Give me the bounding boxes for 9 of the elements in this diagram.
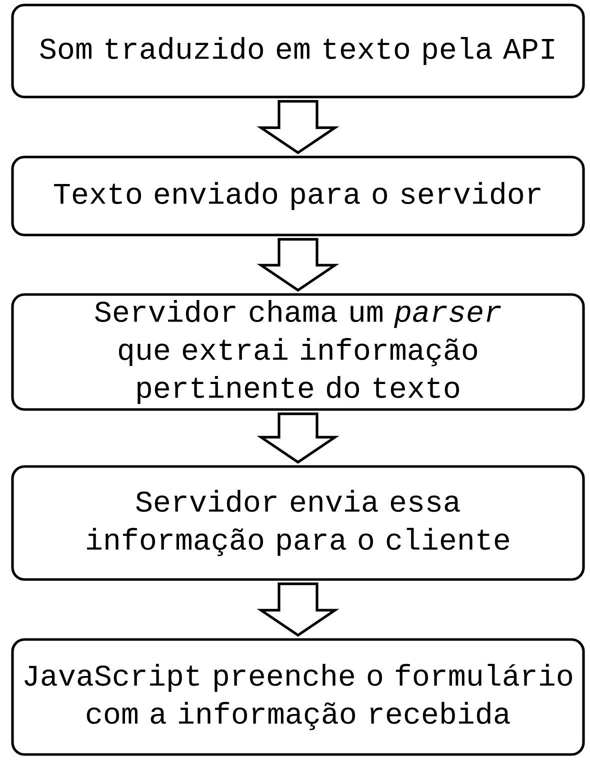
- process-box: Som traduzido em texto pela API: [11, 4, 585, 98]
- process-box: Servidor chama um parser que extrai informação pertinente do texto: [11, 293, 585, 411]
- block-arrow: [256, 238, 340, 292]
- process-box: Texto enviado para o servidor: [11, 156, 585, 236]
- process-box: JavaScript preenche o formulário com a informação recebida: [11, 638, 585, 756]
- block-arrow: [256, 412, 340, 464]
- block-arrow: [256, 582, 340, 637]
- process-box: Servidor envia essa informação para o cliente: [11, 465, 585, 581]
- block-arrow: [256, 100, 340, 154]
